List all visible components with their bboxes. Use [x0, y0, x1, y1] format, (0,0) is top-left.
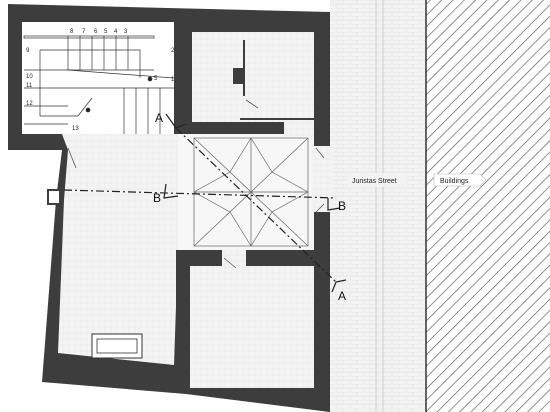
- buildings-label: Buildings: [440, 178, 469, 185]
- stair-step-label: 12: [26, 101, 33, 107]
- staircase: [23, 35, 175, 134]
- street-label: Juristas Street: [352, 178, 397, 185]
- stair-step-label: 3: [124, 29, 128, 35]
- stair-step-label: 9: [26, 48, 30, 54]
- stair-step-label: 13: [72, 126, 79, 132]
- main-hall-floor: [58, 134, 178, 365]
- stair-step-label: 5: [154, 76, 158, 82]
- stair-step-label: 7: [82, 29, 86, 35]
- doorway-bottom: [222, 250, 246, 268]
- section-line-a: [165, 113, 347, 293]
- door-swings: [67, 99, 325, 269]
- stair-step-label: 8: [70, 29, 74, 35]
- street-pavement: [330, 0, 426, 412]
- section-label-b: B: [338, 199, 346, 213]
- stair-step-label: 11: [26, 83, 33, 89]
- stair-step-label: 4: [114, 29, 118, 35]
- section-label-a: A: [155, 111, 163, 125]
- lower-room-floor: [190, 266, 314, 388]
- stair-step-label: 10: [26, 74, 33, 80]
- patio-vault-lines: [193, 137, 309, 247]
- corridor-floor: [284, 122, 314, 136]
- window-left: [47, 189, 61, 205]
- street-label-bg: [348, 173, 406, 187]
- stair-step-label: 6: [94, 29, 98, 35]
- partition-wall: [176, 250, 190, 366]
- section-label-b: B: [153, 191, 161, 205]
- hearth: [91, 333, 143, 359]
- neighbouring-buildings-hatch: [426, 0, 550, 412]
- partition-wall: [190, 252, 222, 266]
- stair-step-label: 5: [104, 29, 108, 35]
- section-label-a: A: [338, 289, 346, 303]
- section-line-b: [63, 183, 341, 211]
- pillar: [233, 68, 244, 84]
- stair-step-label: 1: [171, 77, 175, 83]
- small-room-floor: [192, 32, 314, 122]
- partition-wall: [246, 252, 314, 266]
- stair-step-label: 2: [171, 48, 175, 54]
- buildings-label-arrow: [433, 173, 487, 187]
- doorway-right: [312, 146, 332, 212]
- partition-wall: [178, 32, 192, 124]
